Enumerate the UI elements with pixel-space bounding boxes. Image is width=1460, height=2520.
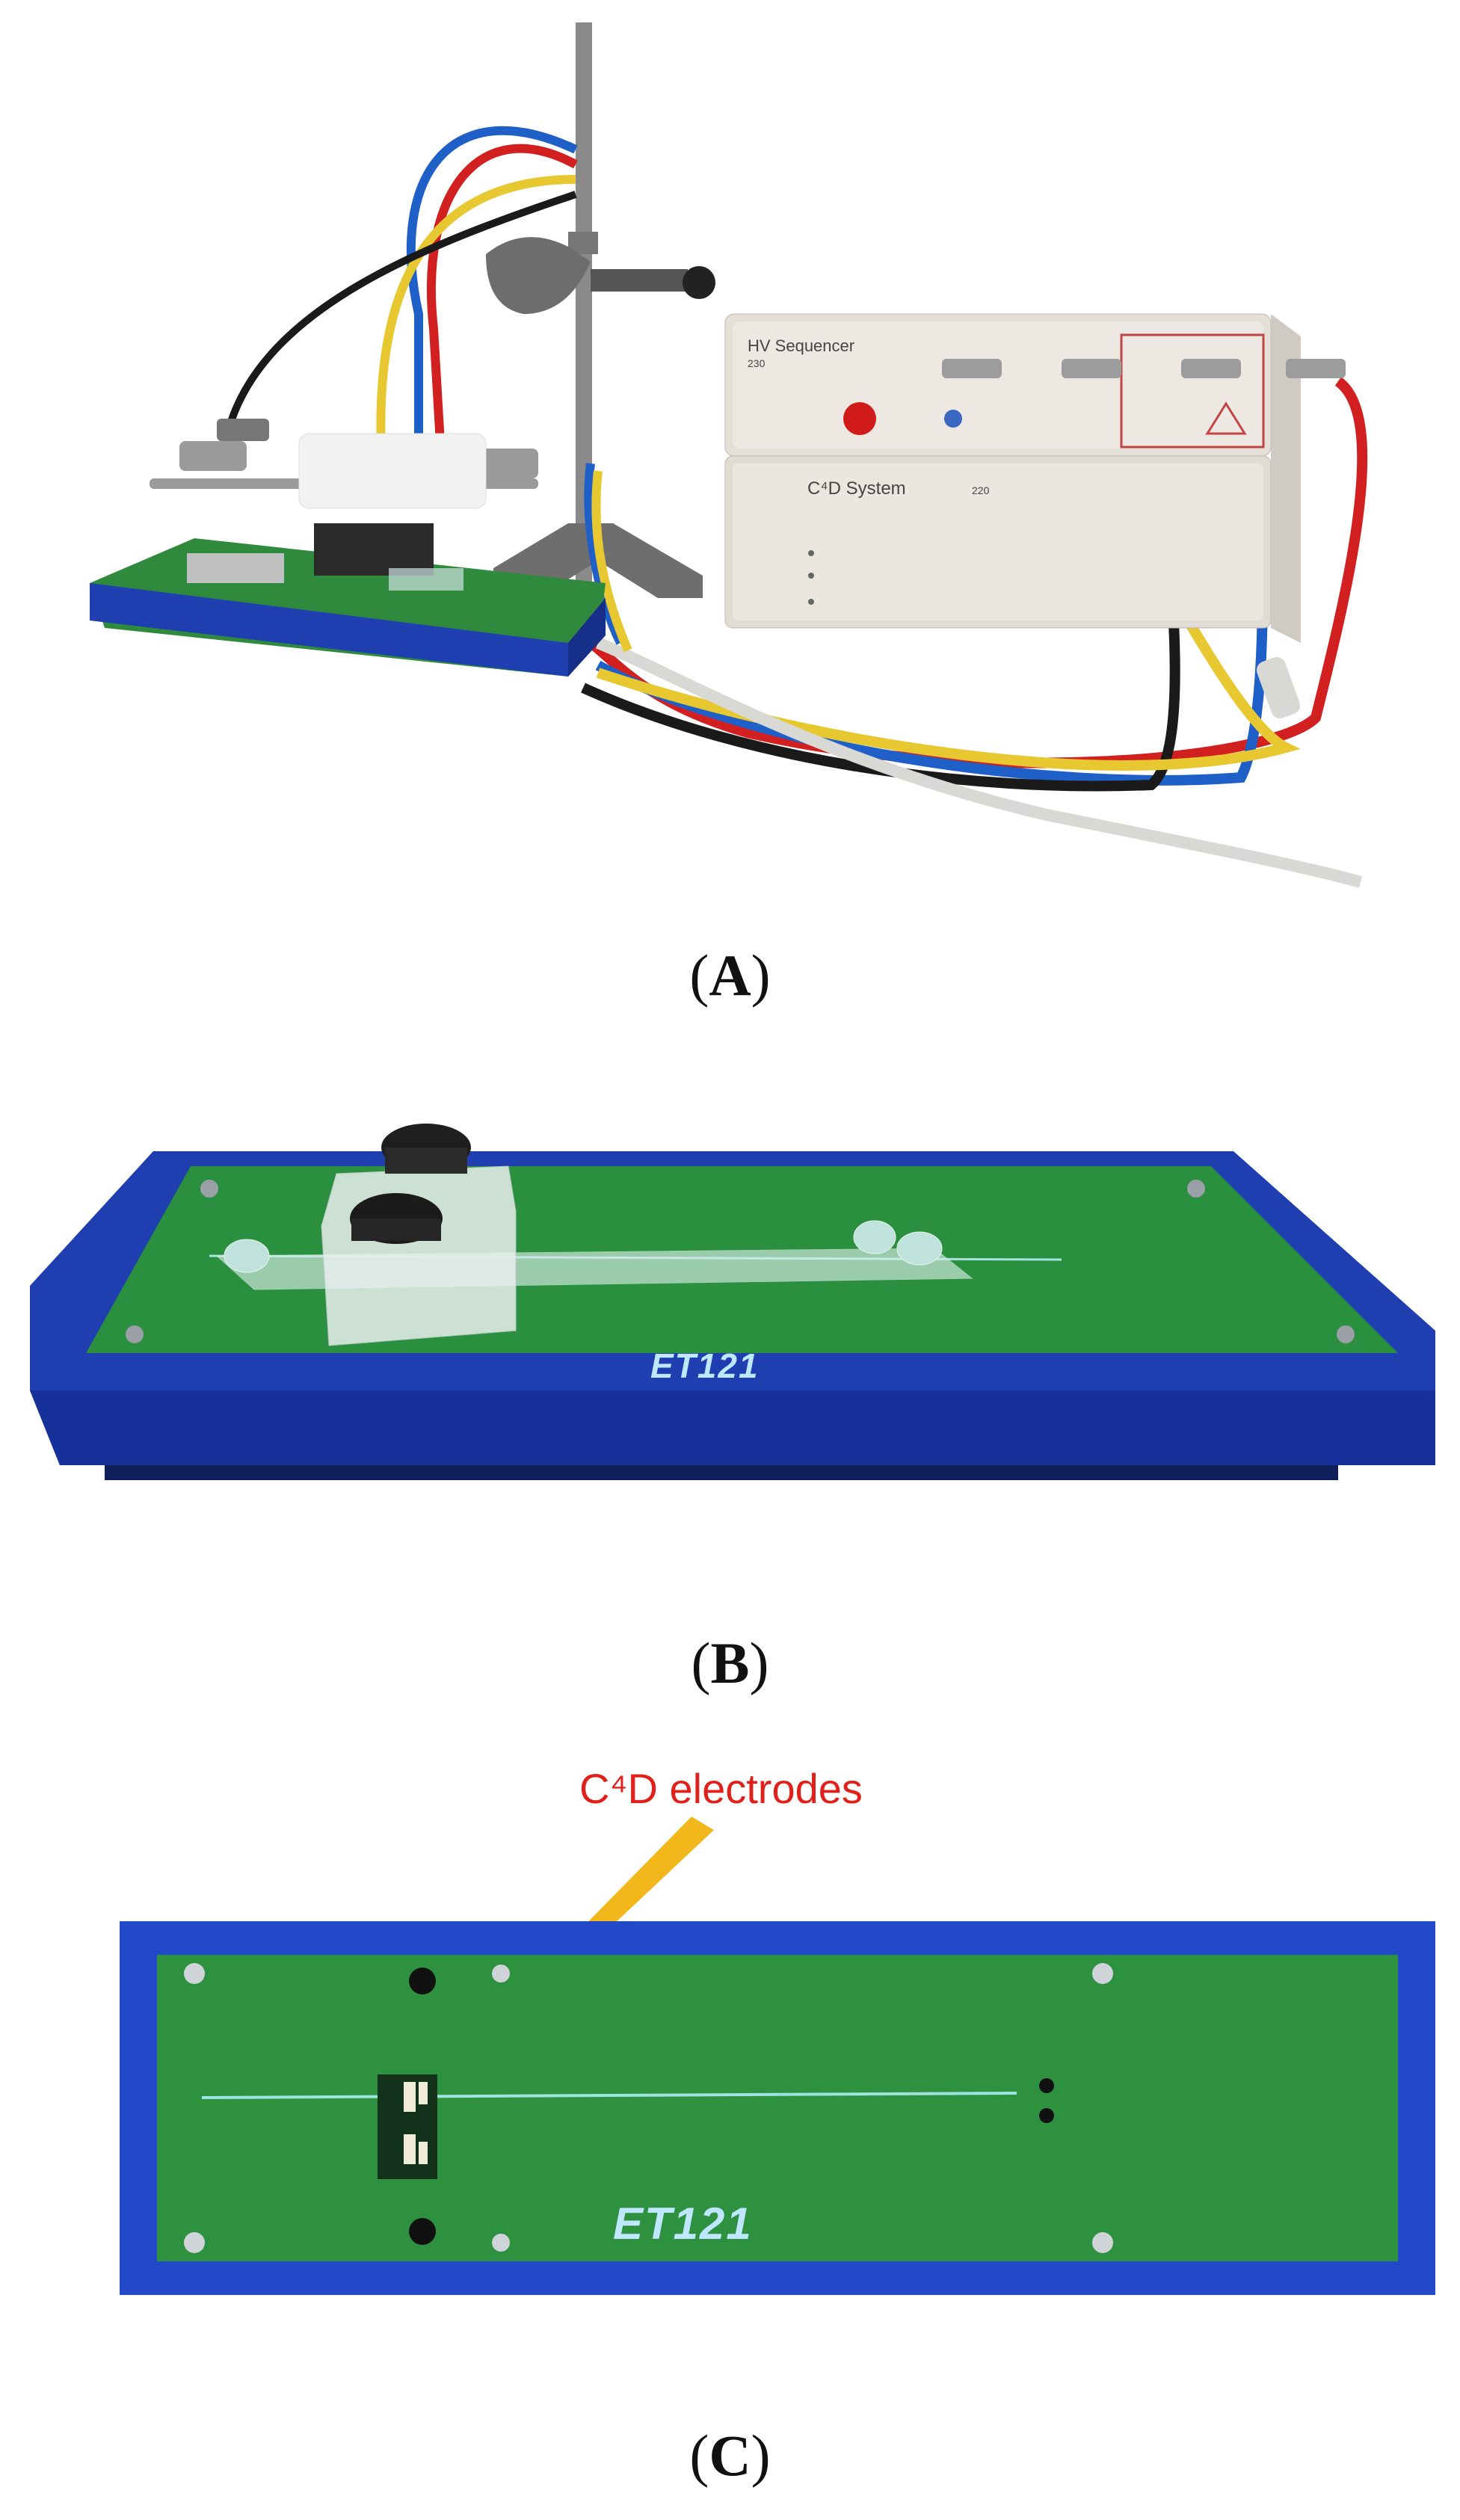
chip-device [90,523,606,677]
panel-b-photo [30,1124,1435,1480]
caption-a: (A) [689,943,771,1008]
caption-c: (C) [689,2423,771,2488]
board-label-c: ET121 [613,2199,753,2249]
clamp-block [321,1165,517,1346]
caption-c-letter: C [709,2423,751,2488]
pcb-board-top [157,1955,1398,2261]
panel-c-photo [120,1817,1435,2295]
stand-rod [576,22,592,591]
hv-sequencer-label: HV Sequencer [748,336,855,355]
sponge-holder [298,433,487,509]
instrument-stack [724,313,1346,643]
panel-b: ET121 (B) [0,1106,1460,1764]
panel-a: HV Sequencer 230 C⁴D System 220 (A) [0,0,1460,1008]
caption-a-letter: A [709,943,751,1008]
capillary-line [201,2092,1017,2099]
hv-sequencer-model: 230 [748,357,766,369]
caption-b-letter: B [710,1630,750,1695]
electrodes-annotation: C⁴D electrodes [579,1765,863,1812]
c4d-system-model: 220 [972,484,990,496]
panel-a-photo [90,22,1368,888]
start-button [843,402,876,435]
panel-c: C⁴D electrodes ET121 (C) [0,1742,1460,2520]
cable-white [596,637,1363,888]
caption-b: (B) [691,1630,769,1695]
stand-clamp [486,237,591,314]
board-label-b: ET121 [650,1346,760,1385]
c4d-system-label: C⁴D System [807,478,906,499]
ferrite-bead [1256,656,1301,719]
